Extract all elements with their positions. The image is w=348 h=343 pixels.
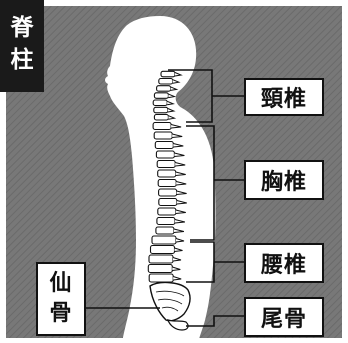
vertebra-process — [173, 80, 179, 84]
vertebra-process — [175, 220, 185, 224]
vertebra-process — [177, 201, 187, 205]
vertebra — [154, 132, 172, 139]
vertebra-process — [174, 229, 184, 233]
vertebra-process — [171, 125, 181, 129]
vertebra — [159, 189, 177, 196]
vertebra-process — [172, 134, 182, 138]
coccyx-bone — [168, 320, 188, 330]
vertebra — [151, 246, 175, 254]
vertebra — [148, 265, 172, 273]
vertebra-process — [176, 210, 186, 214]
vertebra-process — [171, 87, 177, 91]
vertebra-process — [176, 172, 186, 176]
label-thoracic: 胸椎 — [244, 160, 324, 200]
vertebra — [149, 255, 173, 263]
vertebra-process — [168, 109, 174, 113]
vertebra — [155, 142, 173, 149]
coccyx-bracket — [186, 316, 244, 326]
vertebra-process — [175, 73, 181, 77]
vertebra-process — [177, 191, 187, 195]
vertebra-process — [176, 239, 184, 243]
vertebra-process — [168, 116, 174, 120]
vertebra — [153, 123, 171, 130]
vertebrae-group — [148, 71, 187, 282]
vertebra-process — [167, 101, 173, 105]
vertebra — [153, 100, 167, 106]
label-lumbar: 腰椎 — [244, 243, 324, 283]
label-cervical: 頸椎 — [244, 78, 324, 116]
vertebra — [156, 151, 174, 158]
title-line-2: 柱 — [0, 44, 44, 76]
label-sacrum-line-1: 仙 — [49, 269, 72, 299]
vertebra-process — [175, 248, 183, 252]
label-sacrum: 仙 骨 — [36, 262, 86, 336]
vertebra — [161, 71, 175, 77]
label-coccyx: 尾骨 — [244, 297, 324, 337]
vertebra-process — [168, 94, 174, 98]
vertebra-process — [174, 153, 184, 157]
vertebra — [154, 115, 168, 121]
vertebra — [152, 236, 176, 244]
vertebra — [159, 199, 177, 206]
label-sacrum-line-2: 骨 — [49, 299, 72, 329]
vertebra — [154, 107, 168, 113]
vertebra — [158, 208, 176, 215]
lumbar-bracket — [186, 242, 214, 282]
cervical-bracket — [168, 70, 212, 122]
thoracic-bracket — [186, 126, 214, 240]
vertebra — [158, 180, 176, 187]
vertebra — [156, 227, 174, 234]
vertebra-process — [173, 258, 181, 262]
vertebra — [149, 274, 173, 282]
vertebra-process — [173, 277, 181, 281]
vertebra — [158, 170, 176, 177]
vertebra — [154, 93, 168, 99]
vertebra-process — [173, 144, 183, 148]
vertebra — [157, 86, 171, 92]
vertebra — [157, 218, 175, 225]
vertebra-process — [172, 267, 180, 271]
vertebra — [157, 161, 175, 168]
title-line-1: 脊 — [0, 12, 44, 44]
sacrum-bone — [150, 283, 190, 321]
vertebra-process — [175, 163, 185, 167]
vertebra — [159, 79, 173, 85]
title-badge: 脊 柱 — [0, 0, 44, 92]
vertebra-process — [176, 182, 186, 186]
